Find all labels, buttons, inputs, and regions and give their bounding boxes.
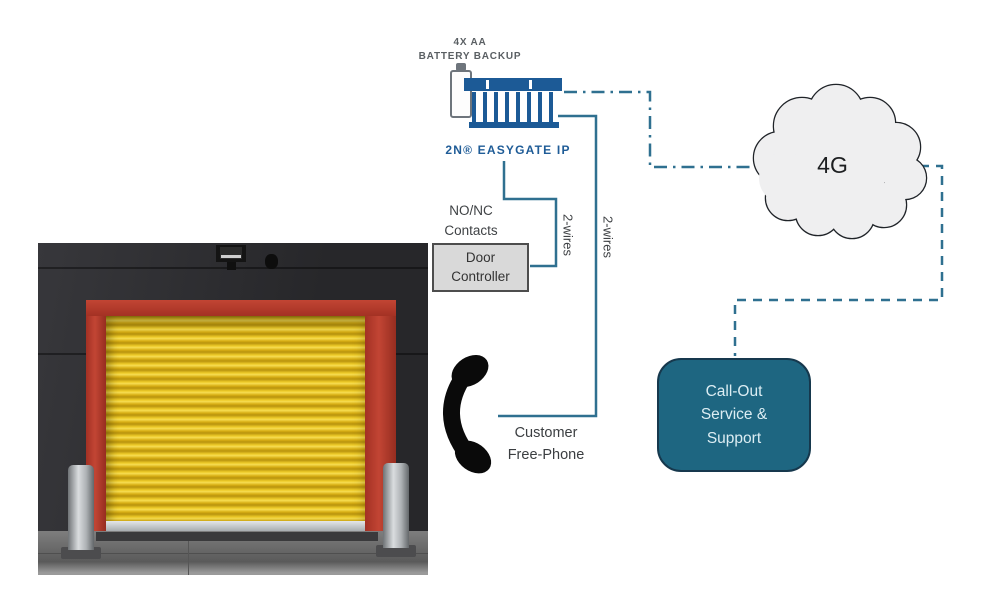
contacts-label-line2: Contacts (444, 222, 498, 238)
door-controller-box: Door Controller (432, 243, 529, 292)
wire-label-right: 2-wires (600, 216, 616, 258)
device-tick-mark (529, 80, 532, 89)
bollard-base (376, 545, 416, 557)
customer-free-phone-label: Customer Free-Phone (478, 423, 614, 467)
floodlight-bracket (227, 262, 236, 270)
device-base-bar (469, 122, 559, 128)
roller-shutter-door (106, 316, 365, 523)
ground-seam (38, 553, 428, 554)
easygate-device-icon (464, 78, 562, 91)
door-photo (38, 243, 428, 575)
door-threshold (96, 532, 378, 541)
security-camera-icon (265, 254, 278, 269)
door-frame-top-beam (86, 300, 396, 316)
battery-backup-label: 4X AA BATTERY BACKUP (398, 36, 542, 63)
bollard-right (383, 463, 409, 548)
phone-label-line1: Customer (514, 425, 578, 441)
connector-cloud-callout (733, 164, 944, 356)
callout-line1: Call-Out (705, 383, 763, 401)
easygate-label: 2N® EASYGATE IP (445, 143, 571, 157)
callout-line2: Service & (700, 406, 768, 424)
battery-label-line1: 4X AA (453, 37, 487, 48)
bollard-left (68, 465, 94, 550)
device-grille (472, 92, 554, 122)
wire-label-left: 2-wires (560, 214, 576, 256)
battery-terminal (456, 63, 466, 71)
bollard-base (61, 547, 101, 559)
contacts-label-line1: NO/NC (449, 203, 493, 218)
no-nc-contacts-label: NO/NC Contacts (416, 201, 526, 240)
battery-label-line2: BATTERY BACKUP (418, 50, 522, 62)
floodlight-stripe (221, 255, 241, 258)
callout-line3: Support (706, 429, 762, 447)
callout-service-box: Call-Out Service & Support (657, 358, 811, 472)
door-controller-line1: Door (465, 249, 496, 265)
door-bottom-bar (106, 521, 365, 534)
device-tick-mark (486, 80, 489, 89)
door-controller-line2: Controller (451, 268, 510, 284)
phone-label-line2: Free-Phone (507, 446, 585, 463)
ground-seam (188, 533, 189, 575)
cloud-4g-label: 4G (817, 152, 848, 178)
